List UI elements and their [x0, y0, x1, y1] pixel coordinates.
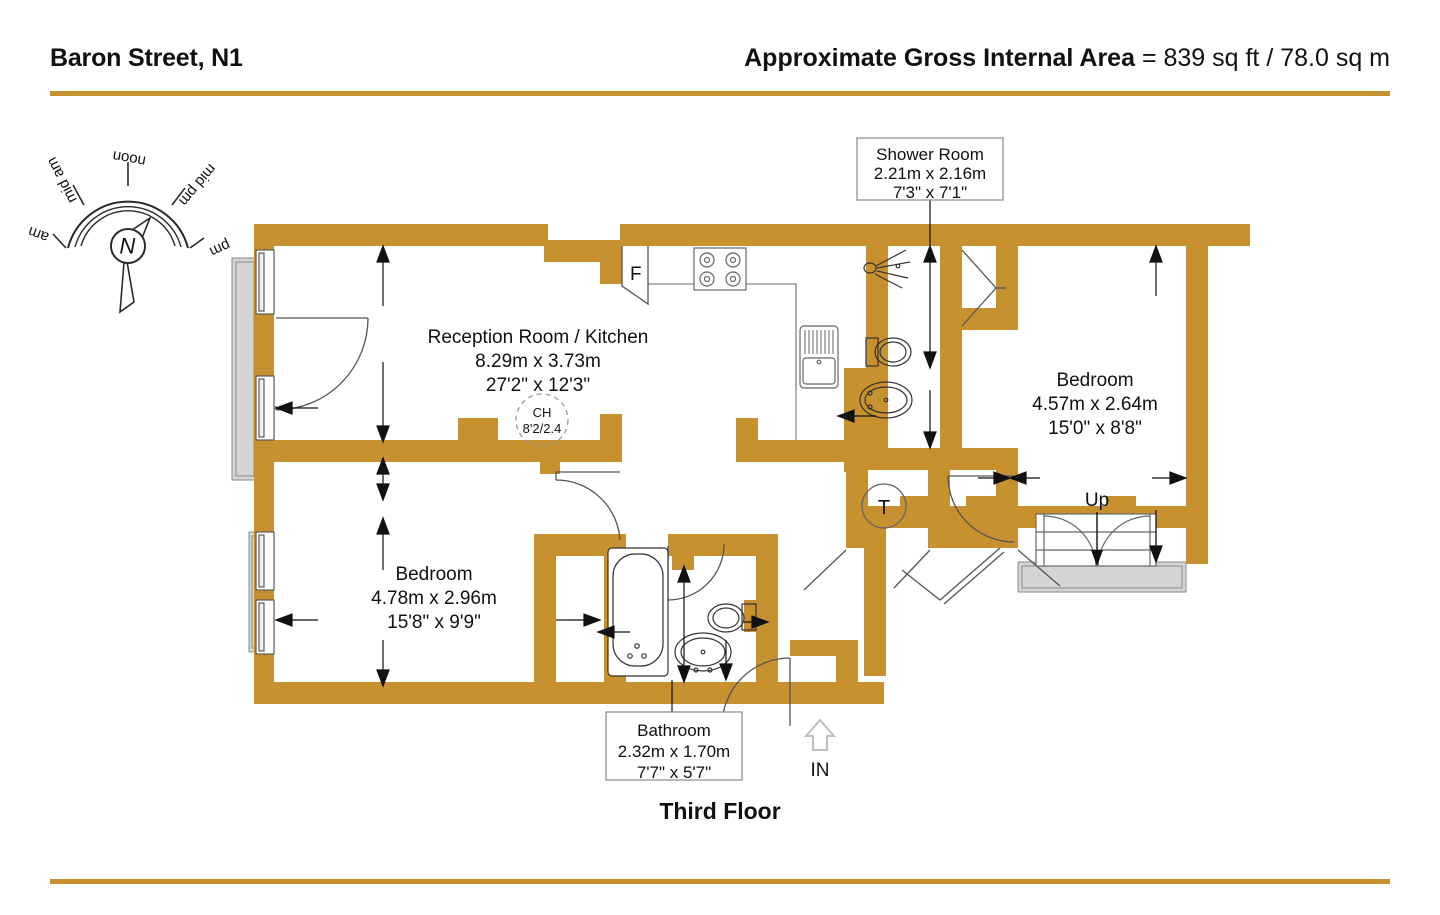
ceiling-height-value: 8'2/2.4: [523, 421, 562, 436]
compass-label-mid-am: mid am: [43, 154, 80, 206]
compass-label-noon: noon: [111, 147, 147, 170]
footer-divider: [50, 879, 1390, 884]
stairs-up-arrow: [1091, 512, 1103, 566]
compass-rose: N am mid am noon mid pm pm: [26, 147, 233, 314]
room-name: Reception Room / Kitchen: [428, 327, 649, 348]
staircase: [1035, 513, 1157, 567]
compass-needle-label: N: [120, 233, 136, 258]
shower-head-icon: [863, 249, 911, 289]
area-value: = 839 sq ft / 78.0 sq m: [1141, 44, 1390, 72]
compass-label-mid-pm: mid pm: [175, 161, 220, 210]
label-leaders: [671, 200, 931, 712]
room-label-shower-room: Shower Room 2.21m x 2.16m 7'3" x 7'1": [856, 137, 1004, 202]
page-title: Baron Street, N1: [50, 44, 243, 72]
room-label-bedroom-right: Bedroom 4.57m x 2.64m 15'0" x 8'8": [1032, 370, 1158, 439]
compass-label-pm: pm: [207, 236, 233, 260]
floor-label: Third Floor: [659, 798, 781, 824]
ceiling-height-label: CH: [533, 405, 552, 420]
entrance-label: IN: [811, 760, 830, 781]
room-name: Bathroom: [637, 721, 711, 740]
room-label-bedroom-left: Bedroom 4.78m x 2.96m 15'8" x 9'9": [371, 564, 497, 633]
floorplan-drawing: N am mid am noon mid pm pm: [0, 100, 1440, 860]
room-metric: 2.21m x 2.16m: [874, 164, 986, 183]
room-imperial: 27'2" x 12'3": [486, 375, 590, 396]
bathtub-icon: [607, 547, 669, 677]
stairs-up-label: Up: [1085, 490, 1109, 511]
fridge-label: F: [630, 264, 642, 285]
water-tank-icon: T: [861, 483, 907, 529]
header-divider: [50, 91, 1390, 96]
ceiling-height-badge: CH 8'2/2.4: [515, 393, 569, 447]
sink-icon: [799, 325, 839, 389]
room-imperial: 7'7" x 5'7": [637, 763, 711, 782]
room-name: Shower Room: [876, 145, 984, 164]
room-label-reception: Reception Room / Kitchen 8.29m x 3.73m 2…: [428, 327, 649, 396]
windows: [255, 249, 275, 655]
entrance-arrow-icon: [803, 718, 837, 751]
room-name: Bedroom: [395, 564, 472, 585]
room-name: Bedroom: [1056, 370, 1133, 391]
header: Baron Street, N1 Approximate Gross Inter…: [50, 44, 1390, 86]
fridge-symbol: F: [621, 246, 649, 306]
room-imperial: 15'0" x 8'8": [1048, 418, 1142, 439]
room-metric: 4.78m x 2.96m: [371, 588, 497, 609]
bathroom-basin-icon: [674, 632, 732, 673]
room-metric: 4.57m x 2.64m: [1032, 394, 1158, 415]
wall-structure: [254, 224, 1250, 704]
area-label: Approximate Gross Internal Area: [744, 44, 1135, 72]
room-imperial: 15'8" x 9'9": [387, 612, 481, 633]
room-metric: 2.32m x 1.70m: [618, 742, 730, 761]
shower-toilet-icon: [865, 337, 912, 367]
dimension-arrows: [274, 244, 1188, 688]
hob-icon: [693, 247, 747, 291]
shower-basin-icon: [859, 381, 913, 419]
room-imperial: 7'3" x 7'1": [893, 183, 967, 202]
room-label-bathroom: Bathroom 2.32m x 1.70m 7'7" x 5'7": [605, 711, 743, 782]
room-metric: 8.29m x 3.73m: [475, 351, 601, 372]
kitchen-units: [622, 283, 797, 440]
tank-label: T: [878, 497, 890, 519]
gross-internal-area: Approximate Gross Internal Area = 839 sq…: [744, 44, 1390, 73]
compass-label-am: am: [26, 223, 51, 246]
